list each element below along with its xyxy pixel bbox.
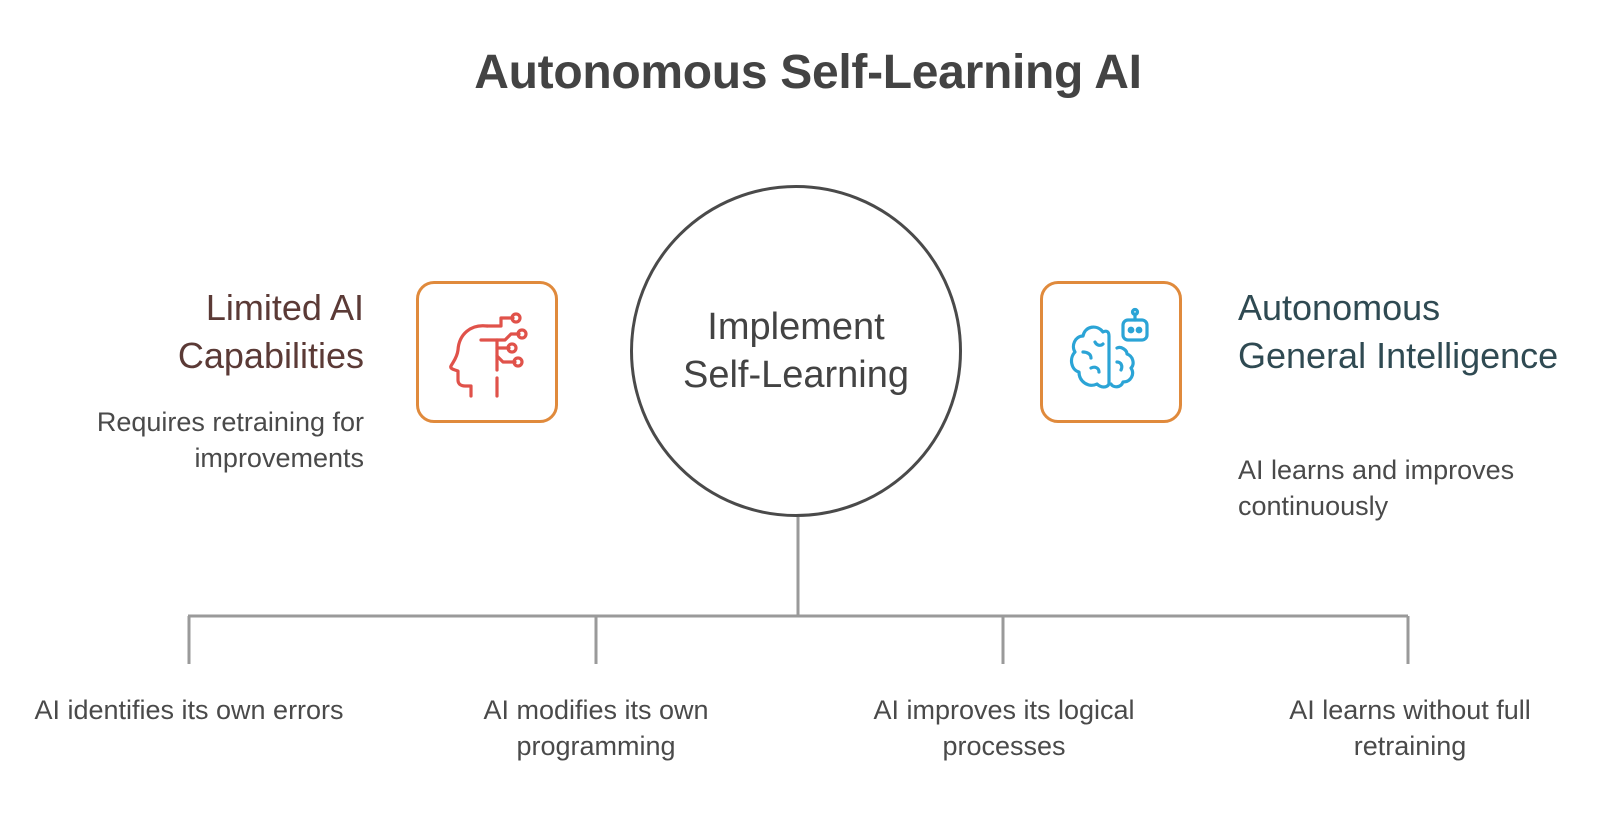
branch-label-1: AI identifies its own errors	[34, 695, 344, 725]
left-title: Limited AI Capabilities	[177, 287, 364, 376]
branch-label-2: AI modifies its own programming	[483, 695, 709, 761]
right-title: Autonomous General Intelligence	[1238, 287, 1559, 376]
branch-label-4: AI learns without full retraining	[1289, 695, 1531, 761]
center-label: Implement Self-Learning	[682, 306, 910, 396]
center-node: Implement Self-Learning	[630, 185, 962, 517]
right-icon-box	[1040, 281, 1182, 423]
left-description: Requires retraining for improvements	[96, 407, 364, 473]
left-icon-box	[416, 281, 558, 423]
head-circuit-icon	[449, 312, 528, 398]
brain-robot-icon	[1069, 307, 1149, 389]
branch-label-3: AI improves its logical processes	[873, 695, 1135, 761]
diagram-title: Autonomous Self-Learning AI	[474, 46, 1142, 99]
right-description: AI learns and improves continuously	[1238, 455, 1515, 521]
